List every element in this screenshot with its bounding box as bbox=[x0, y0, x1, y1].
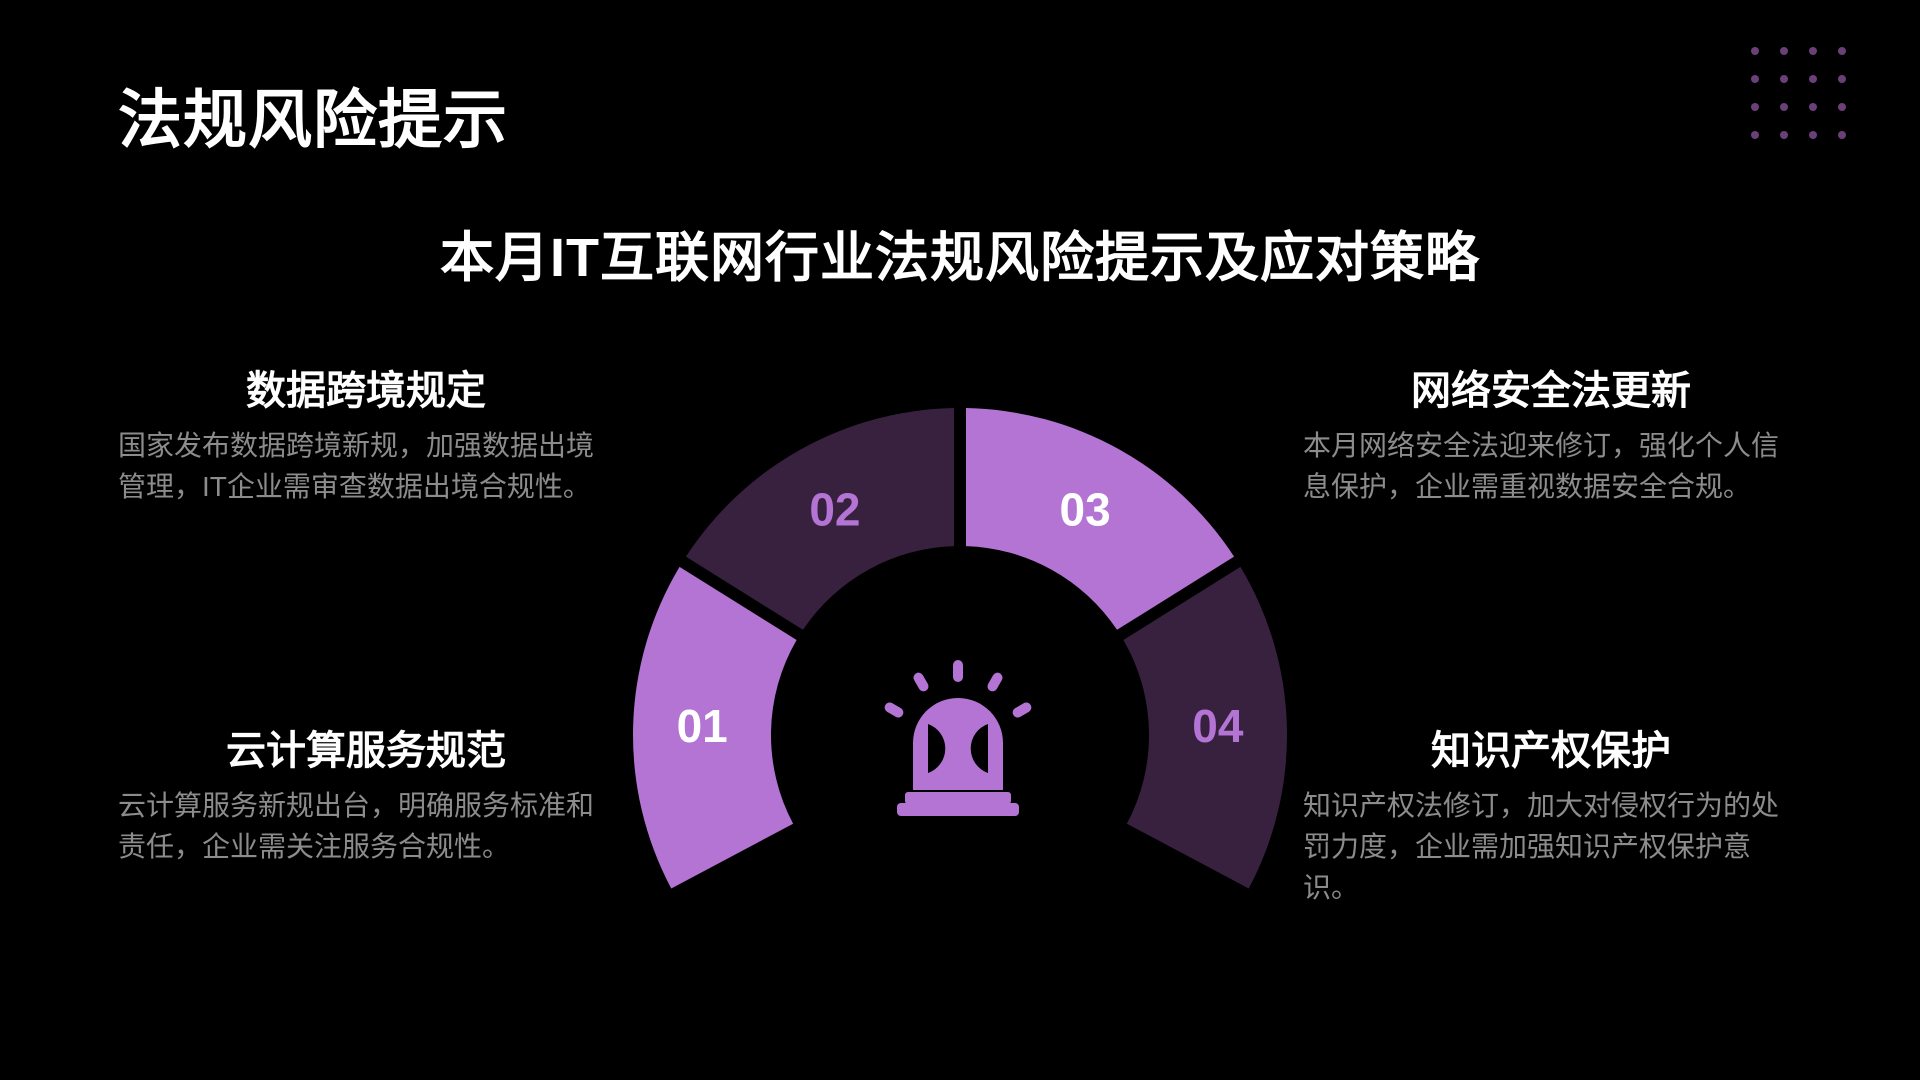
dot bbox=[1838, 103, 1846, 111]
dot bbox=[1751, 103, 1759, 111]
dot bbox=[1780, 47, 1788, 55]
dot bbox=[1780, 103, 1788, 111]
risk-item-data-cross-border: 数据跨境规定 国家发布数据跨境新规，加强数据出境管理，IT企业需审查数据出境合规… bbox=[118, 365, 598, 507]
dot bbox=[1809, 75, 1817, 83]
gauge-segment-01 bbox=[633, 566, 797, 889]
dot bbox=[1751, 47, 1759, 55]
dot bbox=[1809, 131, 1817, 139]
dot bbox=[1780, 131, 1788, 139]
risk-item-intellectual-property: 知识产权保护 知识产权法修订，加大对侵权行为的处罚力度，企业需加强知识产权保护意… bbox=[1303, 725, 1783, 908]
gauge-segment-number: 02 bbox=[809, 483, 860, 535]
dot bbox=[1751, 131, 1759, 139]
risk-item-description: 本月网络安全法迎来修订，强化个人信息保护，企业需重视数据安全合规。 bbox=[1303, 430, 1780, 502]
risk-item-title: 知识产权保护 bbox=[1431, 729, 1671, 773]
gauge-segment-number: 01 bbox=[677, 700, 728, 752]
gauge-segment-number: 04 bbox=[1192, 700, 1244, 752]
decorative-dot-grid bbox=[1751, 47, 1851, 139]
dot bbox=[1838, 47, 1846, 55]
dot bbox=[1838, 131, 1846, 139]
gauge-segment-02 bbox=[685, 408, 955, 630]
slide-subtitle: 本月IT互联网行业法规风险提示及应对策略 bbox=[440, 228, 1480, 288]
risk-item-description: 知识产权法修订，加大对侵权行为的处罚力度，企业需加强知识产权保护意识。 bbox=[1303, 790, 1780, 903]
gauge-segment-number: 03 bbox=[1059, 483, 1110, 535]
risk-item-description: 云计算服务新规出台，明确服务标准和责任，企业需关注服务合规性。 bbox=[118, 790, 595, 862]
risk-item-cloud-computing: 云计算服务规范 云计算服务新规出台，明确服务标准和责任，企业需关注服务合规性。 bbox=[118, 725, 598, 867]
dot bbox=[1809, 103, 1817, 111]
risk-item-title: 云计算服务规范 bbox=[226, 729, 506, 773]
dot bbox=[1838, 75, 1846, 83]
dot bbox=[1780, 75, 1788, 83]
risk-item-title: 数据跨境规定 bbox=[246, 369, 486, 413]
gauge-segment-03 bbox=[965, 408, 1235, 630]
dot bbox=[1751, 75, 1759, 83]
risk-item-cybersecurity-law: 网络安全法更新 本月网络安全法迎来修订，强化个人信息保护，企业需重视数据安全合规… bbox=[1303, 365, 1783, 507]
risk-item-title: 网络安全法更新 bbox=[1411, 369, 1691, 413]
dot bbox=[1809, 47, 1817, 55]
gauge-segment-04 bbox=[1123, 566, 1287, 889]
siren-alarm-icon bbox=[884, 660, 1032, 816]
risk-item-description: 国家发布数据跨境新规，加强数据出境管理，IT企业需审查数据出境合规性。 bbox=[118, 430, 595, 502]
page-title: 法规风险提示 bbox=[118, 84, 508, 156]
